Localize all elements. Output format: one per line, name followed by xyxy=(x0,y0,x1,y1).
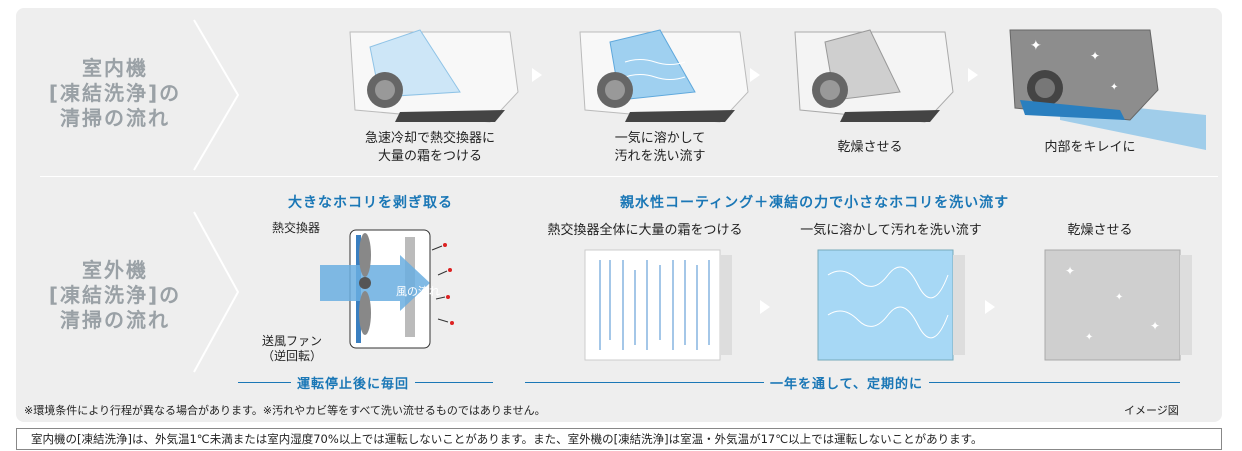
svg-text:✦: ✦ xyxy=(1090,49,1100,63)
indoor-unit-melt-image xyxy=(579,29,749,123)
image-note: イメージ図 xyxy=(1124,404,1179,417)
outdoor-step-3-caption: 乾燥させる xyxy=(1067,223,1133,238)
outdoor-section-title: 室外機 [凍結洗浄]の 清掃の流れ xyxy=(48,258,182,332)
outdoor-step-1-caption: 熱交換器全体に大量の霜をつける xyxy=(547,223,743,238)
outdoor-unit-dry-image: ✦ ✦ ✦ ✦ xyxy=(1044,249,1192,361)
outdoor-step-2-caption: 一気に溶かして汚れを洗い流す xyxy=(800,223,982,238)
svg-text:✦: ✦ xyxy=(1085,332,1093,343)
svg-text:✦: ✦ xyxy=(1150,319,1160,333)
svg-text:✦: ✦ xyxy=(1110,82,1118,93)
section-divider xyxy=(40,176,1218,177)
fan-label: 送風ファン （逆回転） xyxy=(262,334,323,363)
svg-text:✦: ✦ xyxy=(1115,292,1123,303)
indoor-step-2-caption: 一気に溶かして 汚れを洗い流す xyxy=(614,131,706,164)
indoor-step-1-caption: 急速冷却で熱交換器に 大量の霜をつける xyxy=(364,131,495,164)
wind-flow-label: 風の流れ xyxy=(396,285,440,298)
outdoor-fan-diagram xyxy=(320,229,454,349)
svg-text:✦: ✦ xyxy=(1030,38,1042,54)
outdoor-step-arrow-1 xyxy=(760,300,770,314)
outdoor-chevron-icon xyxy=(193,211,240,373)
timeline-right-label: 一年を通して、定期的に xyxy=(764,373,929,392)
indoor-step-arrow-1 xyxy=(532,68,542,82)
outdoor-left-heading: 大きなホコリを剥ぎ取る xyxy=(288,195,453,211)
svg-text:✦: ✦ xyxy=(1065,264,1075,278)
indoor-step-arrow-2 xyxy=(750,68,760,82)
indoor-section-title: 室内機 [凍結洗浄]の 清掃の流れ xyxy=(48,56,182,130)
disclaimer-note: ※環境条件により行程が異なる場合があります。※汚れやカビ等をすべて洗い流せるもの… xyxy=(24,404,546,417)
indoor-unit-clean-image: ✦ ✦ ✦ xyxy=(1009,29,1206,150)
heat-exchanger-label: 熱交換器 xyxy=(272,221,321,235)
outdoor-right-heading: 親水性コーティング＋凍結の力で小さなホコリを洗い流す xyxy=(620,195,1010,211)
indoor-unit-dry-image xyxy=(794,29,954,123)
indoor-step-arrow-3 xyxy=(968,68,978,82)
operation-conditions-footer: 室内機の[凍結洗浄]は、外気温1℃未満または室内湿度70%以上では運転しないこと… xyxy=(16,428,1222,450)
timeline-left-label: 運転停止後に毎回 xyxy=(291,373,416,392)
outdoor-step-arrow-2 xyxy=(985,300,995,314)
indoor-step-3-caption: 乾燥させる xyxy=(837,140,903,155)
outdoor-unit-frost-image xyxy=(584,249,732,361)
indoor-unit-frost-image xyxy=(349,29,519,123)
outdoor-unit-melt-image xyxy=(817,249,965,361)
indoor-step-4-caption: 内部をキレイに xyxy=(1044,140,1136,155)
indoor-chevron-icon xyxy=(193,19,240,171)
